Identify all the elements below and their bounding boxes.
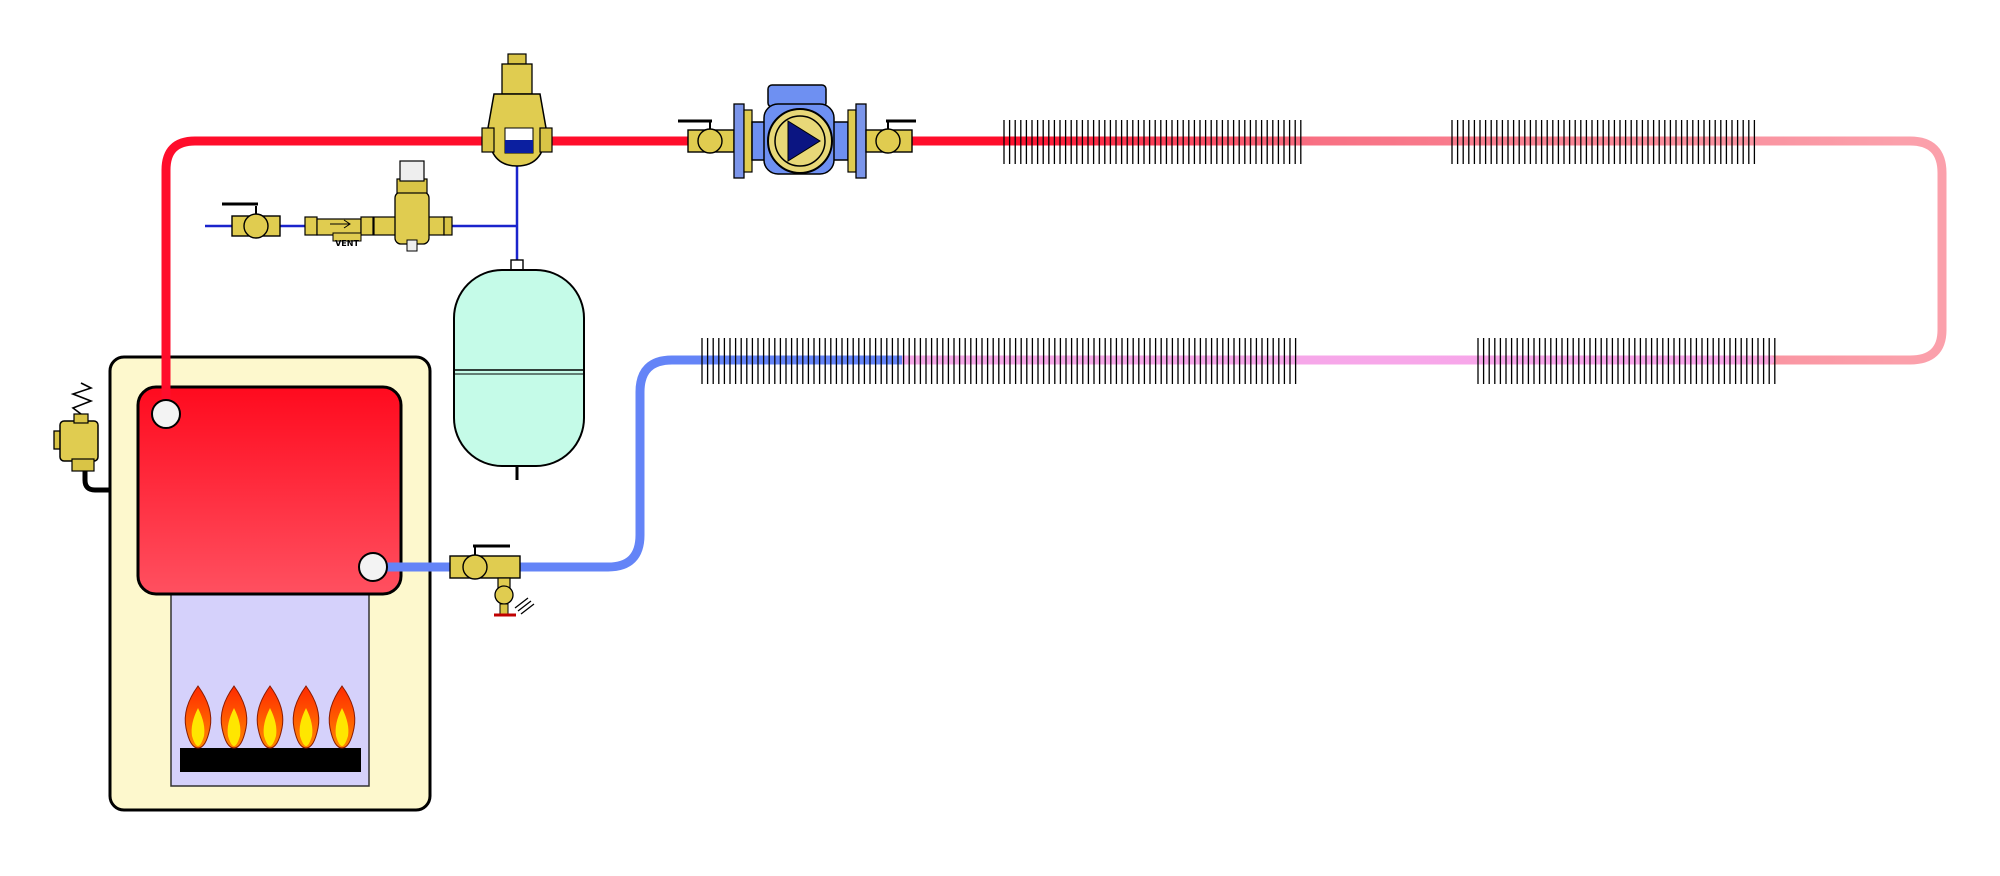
ball-valve-icon bbox=[222, 202, 281, 239]
flame-core bbox=[299, 708, 313, 746]
vent-label: VENT bbox=[335, 239, 359, 248]
burner-flame-icon bbox=[184, 685, 356, 749]
return-connection bbox=[358, 552, 388, 582]
flame-core bbox=[335, 708, 349, 746]
piping bbox=[151, 136, 1947, 582]
circulator-pump-icon bbox=[751, 84, 849, 175]
burner-base bbox=[180, 748, 361, 772]
flame-core bbox=[191, 708, 205, 746]
air-separator-icon bbox=[481, 53, 553, 167]
return-pipe bbox=[370, 355, 1775, 572]
pressure-reducing-valve-icon bbox=[373, 160, 453, 252]
flame-core bbox=[227, 708, 241, 746]
supply-pipe-hot bbox=[161, 136, 1025, 417]
supply-pipe-distribution bbox=[1000, 136, 1947, 365]
pressure-relief-valve-icon bbox=[53, 382, 110, 493]
heat-exchanger bbox=[136, 385, 403, 596]
isolation-flange-valve-icon bbox=[847, 103, 916, 179]
backflow-preventer-icon: VENT bbox=[304, 216, 374, 248]
boiler bbox=[108, 355, 432, 812]
cold-water-line bbox=[205, 141, 519, 262]
isolation-flange-valve-icon bbox=[678, 103, 753, 179]
drain-valve-icon bbox=[449, 544, 535, 617]
supply-connection bbox=[151, 399, 181, 429]
flame-core bbox=[263, 708, 277, 746]
expansion-tank-icon bbox=[453, 259, 585, 480]
baseboard-fin-tube-icon bbox=[701, 120, 1776, 384]
